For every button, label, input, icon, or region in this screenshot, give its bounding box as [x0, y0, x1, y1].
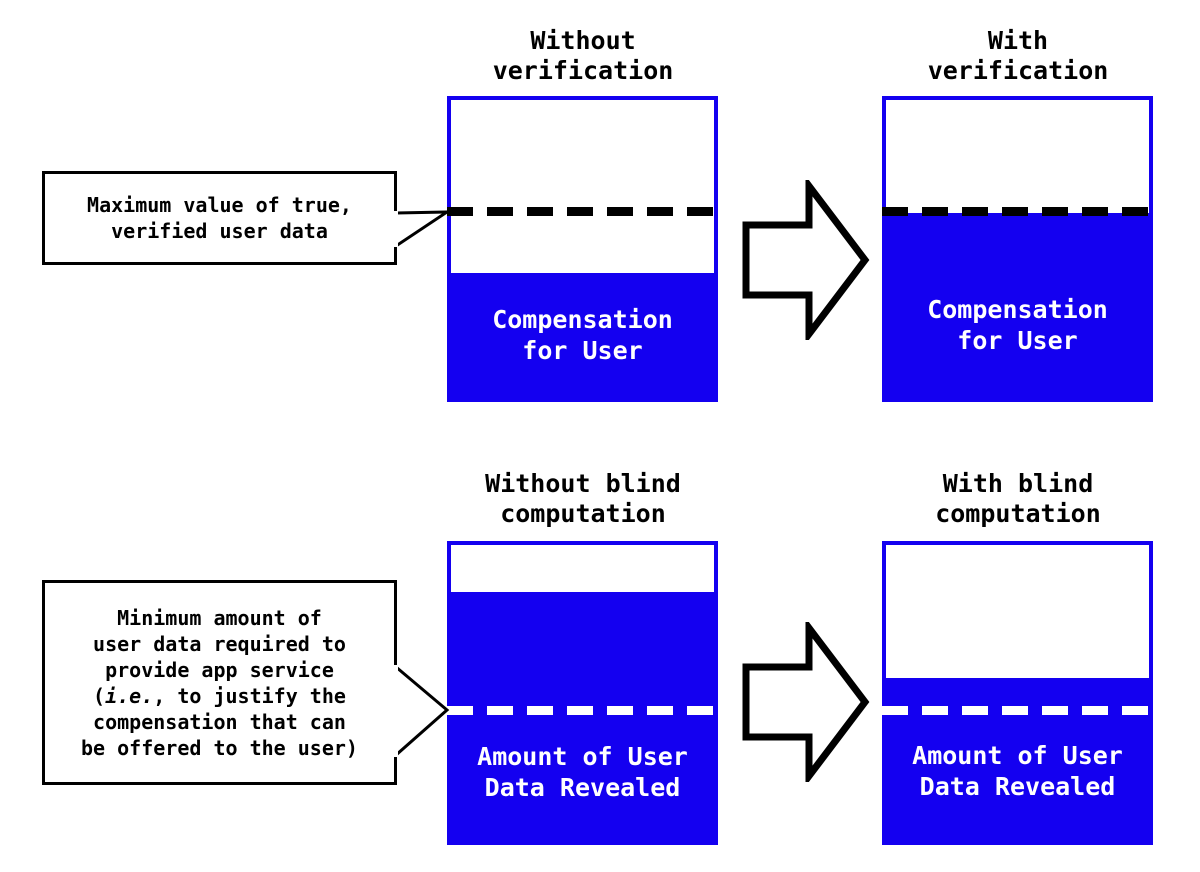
callout-line-2: user data required to [93, 631, 346, 656]
panel-bottom-left-fill: Amount of User Data Revealed [451, 592, 714, 841]
panel-bottom-right-fill-label: Amount of User Data Revealed [912, 741, 1123, 802]
panel-title-bottom-right: With blind computation [935, 469, 1101, 528]
transition-arrow-bottom [742, 622, 870, 782]
panel-top-left: Compensation for User [447, 96, 718, 402]
callout-max-value-text: Maximum value of true, verified user dat… [87, 193, 352, 243]
threshold-line-top-right [882, 207, 1160, 216]
callout-italic-ie: i.e. [105, 683, 154, 708]
callout-line-1: Minimum amount of [117, 605, 322, 630]
callout-line-5: compensation that can [93, 709, 346, 734]
threshold-line-bottom-right [882, 706, 1160, 715]
callout-line-6: be offered to the user) [81, 735, 358, 760]
callout-max-value-tail [394, 210, 453, 249]
panel-bottom-left: Amount of User Data Revealed [447, 541, 718, 845]
panel-title-bottom-left: Without blind computation [485, 469, 681, 528]
panel-title-top-right: With verification [927, 26, 1109, 85]
panel-title-top-left: Without verification [492, 26, 674, 85]
callout-line-3: provide app service [105, 657, 334, 682]
panel-bottom-left-fill-label: Amount of User Data Revealed [477, 742, 688, 803]
threshold-line-top-left [447, 207, 725, 216]
panel-top-right-fill: Compensation for User [886, 213, 1149, 398]
panel-top-right-fill-label: Compensation for User [927, 295, 1108, 356]
callout-min-amount-tail [394, 663, 450, 759]
callout-max-value: Maximum value of true, verified user dat… [42, 171, 397, 265]
panel-bottom-right-fill: Amount of User Data Revealed [886, 678, 1149, 841]
panel-top-left-fill-label: Compensation for User [492, 304, 673, 365]
panel-top-left-fill: Compensation for User [451, 272, 714, 398]
panel-top-right: Compensation for User [882, 96, 1153, 402]
panel-bottom-right: Amount of User Data Revealed [882, 541, 1153, 845]
threshold-line-bottom-left [447, 706, 725, 715]
transition-arrow-top [742, 180, 870, 340]
